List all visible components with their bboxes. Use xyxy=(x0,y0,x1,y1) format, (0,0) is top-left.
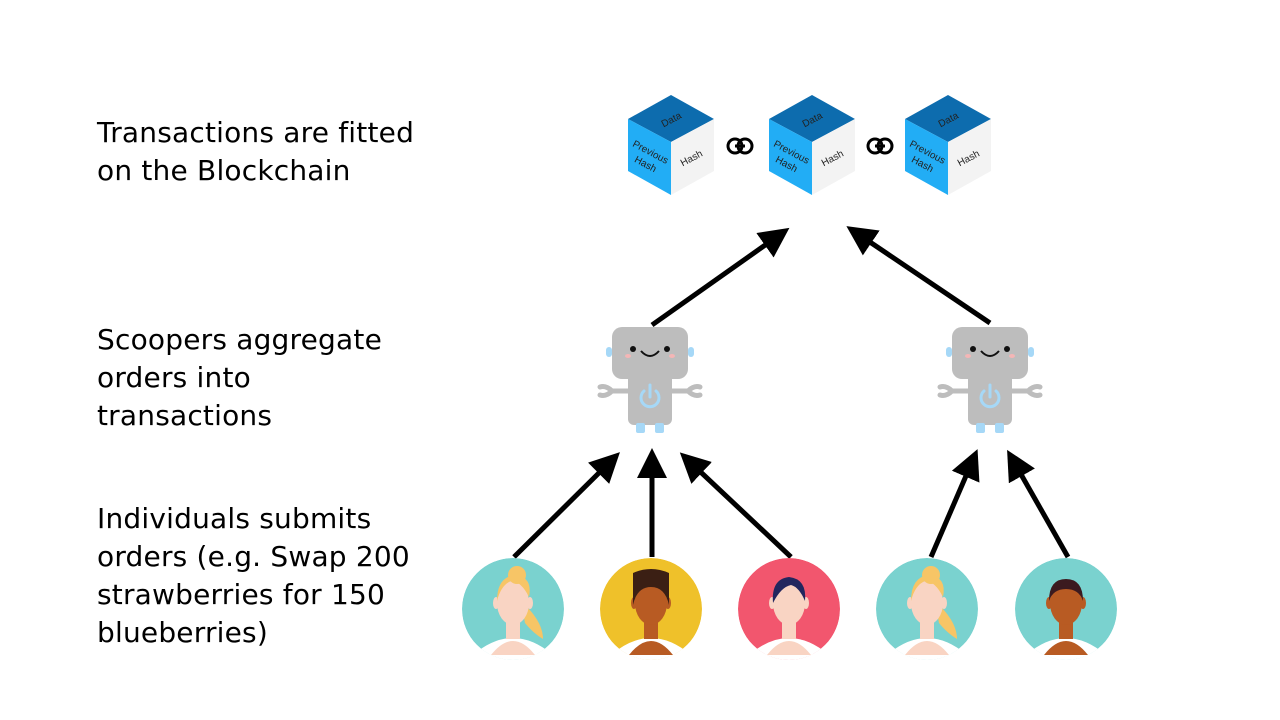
label-individuals: Individuals submits orders (e.g. Swap 20… xyxy=(97,502,410,649)
scooper-robot xyxy=(937,327,1043,433)
arrow xyxy=(1007,449,1071,559)
arrow xyxy=(846,226,992,326)
cube-right-face xyxy=(948,119,991,195)
cube-top-face xyxy=(628,95,714,142)
face xyxy=(497,581,529,625)
face xyxy=(773,581,805,625)
user-avatar xyxy=(738,558,840,660)
link-icon xyxy=(726,137,754,155)
face xyxy=(911,581,943,625)
cube-top-face xyxy=(905,95,991,142)
label-scoopers: Scoopers aggregate orders into transacti… xyxy=(97,323,382,432)
cube-top-face xyxy=(769,95,855,142)
cube-right-face xyxy=(671,119,714,195)
robot-body xyxy=(628,373,672,425)
arrow xyxy=(650,227,790,328)
cube-left-face xyxy=(769,119,812,195)
power-icon xyxy=(639,389,661,409)
robot-head xyxy=(612,327,688,379)
robot-body xyxy=(968,373,1012,425)
power-icon xyxy=(979,389,1001,409)
individuals xyxy=(462,558,1117,660)
arrow xyxy=(679,452,793,559)
label-blockchain: Transactions are fitted on the Blockchai… xyxy=(97,116,415,187)
user-avatar xyxy=(1015,558,1117,660)
face xyxy=(1050,581,1082,625)
cube-left-face xyxy=(628,119,671,195)
scoopers xyxy=(597,327,1043,433)
cube-right-face xyxy=(812,119,855,195)
arrows xyxy=(512,226,1071,559)
link-icon xyxy=(866,137,894,155)
arrow xyxy=(512,452,620,559)
robot-head xyxy=(952,327,1028,379)
cube-left-face xyxy=(905,119,948,195)
user-avatar xyxy=(600,558,702,660)
chain-links xyxy=(726,137,894,155)
user-avatar xyxy=(462,558,564,660)
scooper-robot xyxy=(597,327,703,433)
arrow xyxy=(928,449,980,558)
face xyxy=(635,581,667,625)
user-avatar xyxy=(876,558,978,660)
